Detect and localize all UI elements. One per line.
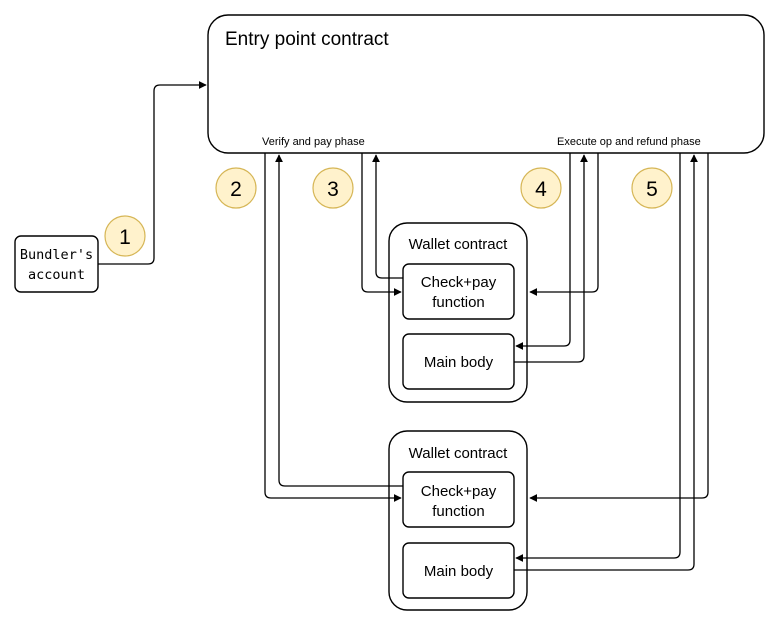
arrow-checkpay-2-return: [275, 154, 403, 487]
bundler-account-line1: Bundler's: [20, 247, 93, 263]
check-pay-function-1-line1: Check+pay: [421, 274, 497, 291]
arrow-bundler-to-entry: [98, 81, 207, 265]
step-badge-1-label: 1: [119, 226, 131, 249]
step-badge-3: 3: [312, 167, 354, 209]
entry-point-contract: Entry point contract Verify and pay phas…: [207, 14, 765, 154]
arrow-mainbody-1-return: [514, 154, 588, 363]
arrow-execute-to-checkpay-1: [529, 153, 599, 296]
step-badge-3-circle: [312, 167, 354, 209]
check-pay-function-2-line1: Check+pay: [421, 483, 497, 500]
wallet-contract-1-title: Wallet contract: [409, 236, 508, 253]
check-pay-function-1: [402, 263, 515, 320]
check-pay-function-2-line2: function: [432, 503, 485, 520]
step-badge-4-circle: [520, 167, 562, 209]
verify-phase-label: Verify and pay phase: [262, 136, 365, 148]
arrow-execute-to-checkpay-2: [529, 153, 709, 502]
arrow-checkpay-1-return: [372, 154, 403, 279]
bundler-account-line2: account: [28, 267, 85, 283]
bundler-account-box: [14, 235, 99, 293]
wallet-contract-2: Wallet contract Check+pay function Main …: [388, 430, 528, 611]
entry-point-title: Entry point contract: [225, 29, 389, 50]
arrow-execute-to-mainbody-1: [515, 153, 571, 350]
arrow-mainbody-2-return: [514, 154, 698, 571]
arrow-verify-to-checkpay-2: [264, 153, 402, 502]
connectors: [98, 81, 709, 571]
step-badge-5-label: 5: [646, 178, 658, 201]
step-badge-1: 1: [104, 215, 146, 257]
step-badge-4-label: 4: [535, 178, 547, 201]
wallet-contract-1: Wallet contract Check+pay function Main …: [388, 222, 528, 403]
entry-point-box: [207, 14, 765, 154]
step-badge-1-circle: [104, 215, 146, 257]
main-body-2-label: Main body: [424, 563, 494, 580]
step-badge-5: 5: [631, 167, 673, 209]
step-badge-3-label: 3: [327, 178, 339, 201]
arrow-execute-to-mainbody-2: [515, 153, 681, 562]
wallet-contract-2-title: Wallet contract: [409, 445, 508, 462]
arrow-verify-to-checkpay-1: [361, 153, 402, 296]
bundler-account: Bundler's account: [14, 235, 99, 293]
check-pay-function-1-line2: function: [432, 294, 485, 311]
execute-phase-label: Execute op and refund phase: [557, 136, 701, 148]
main-body-1-label: Main body: [424, 354, 494, 371]
step-badge-2-circle: [215, 167, 257, 209]
step-badge-4: 4: [520, 167, 562, 209]
check-pay-function-2: [402, 471, 515, 528]
step-badge-2: 2: [215, 167, 257, 209]
step-badge-2-label: 2: [230, 178, 242, 201]
step-badge-5-circle: [631, 167, 673, 209]
